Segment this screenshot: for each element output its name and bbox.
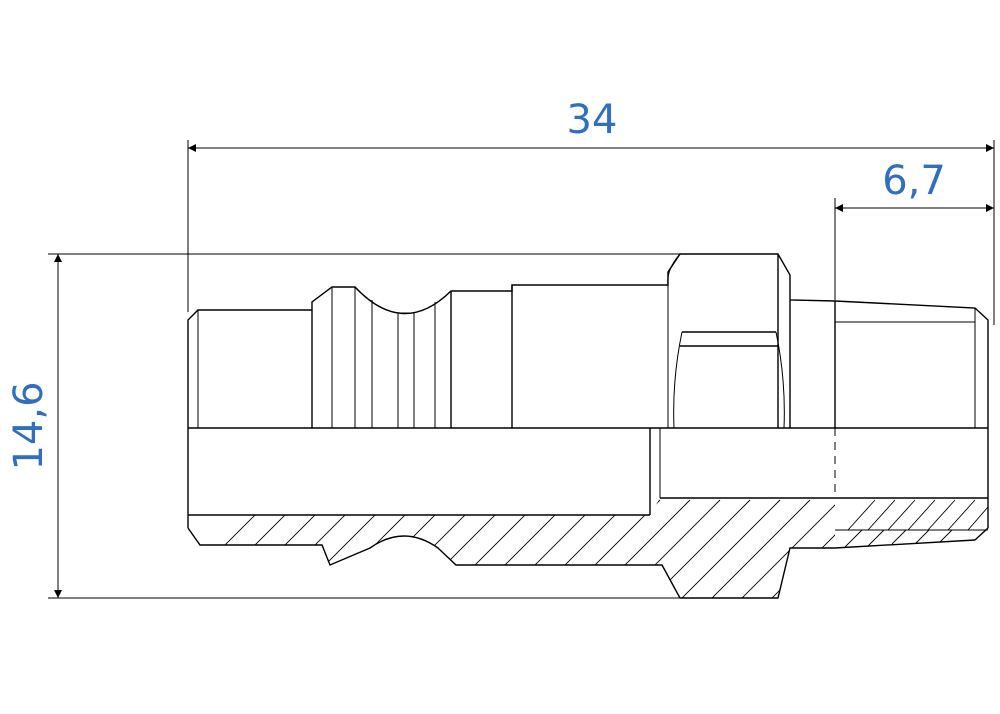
dimension-overall-length: 34	[187, 97, 995, 325]
dimension-label-34: 34	[567, 97, 618, 143]
thread-end-chamfer	[974, 527, 989, 541]
dimension-thread-length: 6,7	[834, 158, 994, 300]
dimension-label-14-6: 14,6	[6, 381, 52, 470]
dimension-label-6-7: 6,7	[882, 158, 946, 204]
dimension-outer-diameter: 14,6	[6, 253, 778, 599]
hex-nut-left-curve	[667, 253, 681, 428]
section-outline	[187, 527, 835, 599]
section-view	[187, 499, 989, 599]
exterior-outline	[187, 253, 989, 428]
thread-section	[834, 499, 989, 549]
exterior-view	[187, 253, 989, 429]
bore	[187, 427, 989, 528]
thread-outer-line	[834, 539, 976, 549]
hex-nut-inner-left	[673, 331, 683, 429]
